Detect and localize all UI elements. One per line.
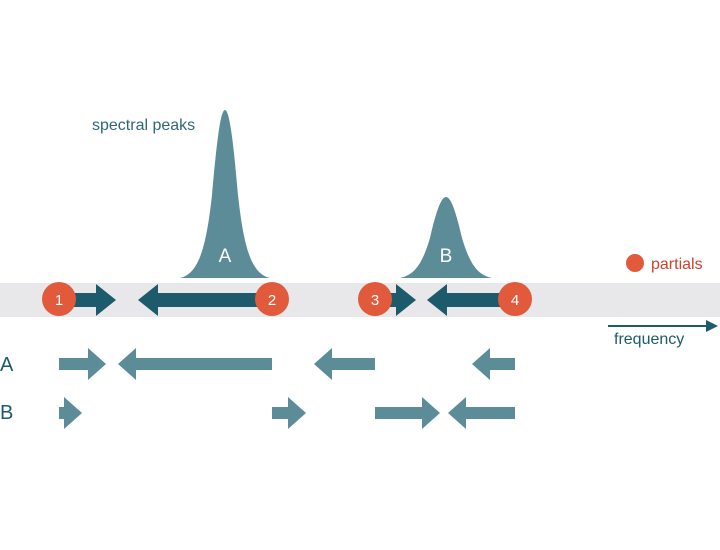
row-a-label: A [0,354,14,376]
band-arrow-1-right [68,284,116,316]
partial-2-number: 2 [268,292,276,309]
spectral-peaks-label: spectral peaks [92,117,195,134]
row-a-arrow-4-left [472,348,515,380]
row-a-arrow-2-left [118,348,272,380]
band-arrow-4-left [427,284,506,316]
row-b-arrow-4-left [448,397,515,429]
partials-legend-dot [626,254,644,272]
row-a-arrow-1-right [59,348,106,380]
partial-4: 4 [498,282,532,316]
partial-4-number: 4 [511,292,519,309]
band-arrow-2-left [138,284,262,316]
partial-1: 1 [42,282,76,316]
partial-3: 3 [358,282,392,316]
spectral-peak-a [180,110,270,278]
peak-b-label: B [440,246,453,267]
frequency-axis-arrowhead [706,320,718,332]
row-b-arrow-2-right [272,397,306,429]
partial-1-number: 1 [55,292,63,309]
frequency-axis-label: frequency [614,331,684,348]
row-b-arrow-1-right [59,397,82,429]
spectral-peak-b [400,197,492,278]
row-b-arrow-3-right [375,397,440,429]
partial-3-number: 3 [371,292,379,309]
partial-2: 2 [255,282,289,316]
row-a-arrow-3-left [314,348,375,380]
row-b-label: B [0,402,13,424]
band-arrow-3-right [385,284,416,316]
peak-a-label: A [219,246,232,267]
partials-legend-label: partials [651,256,703,273]
